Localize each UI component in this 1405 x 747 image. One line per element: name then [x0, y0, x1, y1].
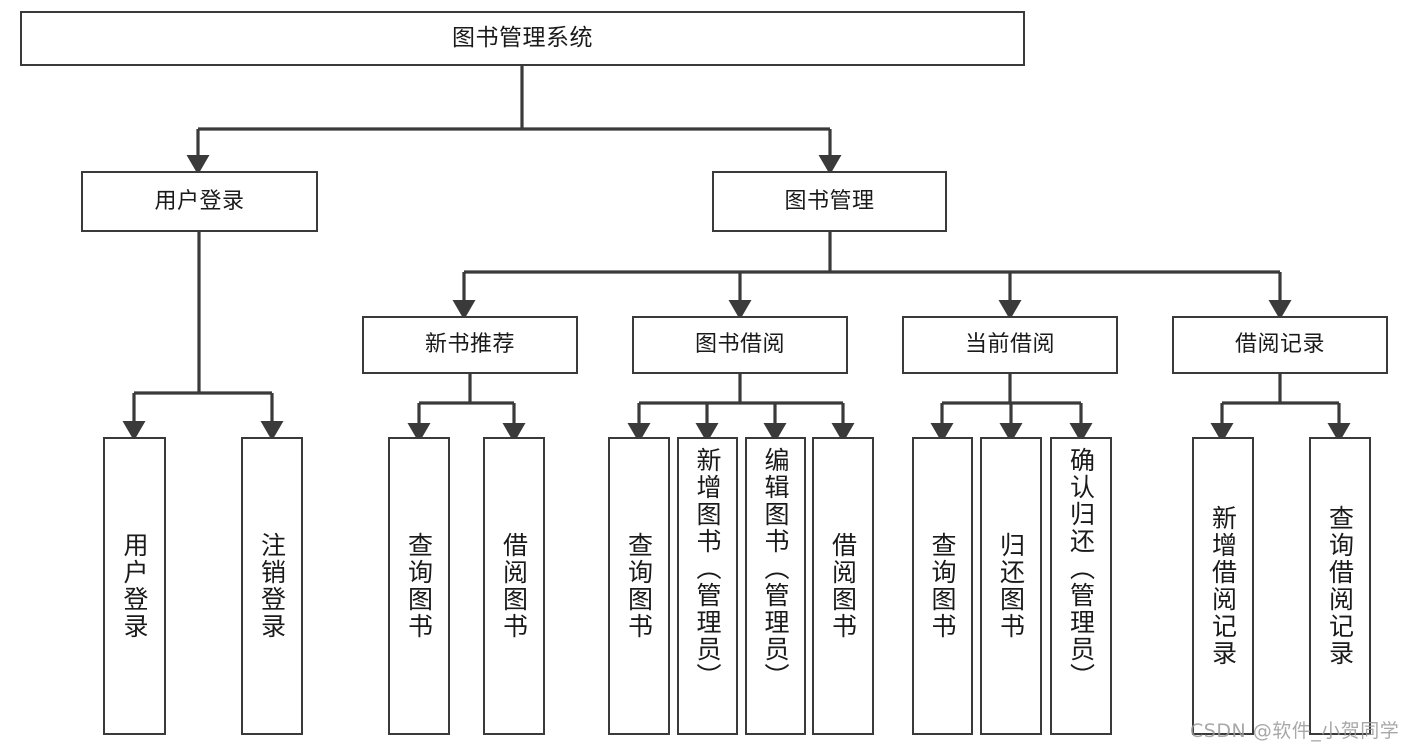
node-book-management[interactable]: 图书管理	[712, 171, 947, 232]
node-label: 查询图书	[404, 532, 434, 640]
node-leaf-edit-book[interactable]: 编辑图书（管理员）	[745, 437, 806, 735]
node-label: 归还图书	[996, 532, 1026, 640]
node-label: 查询借阅记录	[1325, 505, 1355, 667]
node-label: 新增借阅记录	[1208, 505, 1238, 667]
node-leaf-add-borrow-record[interactable]: 新增借阅记录	[1192, 437, 1254, 735]
node-label: 图书管理系统	[452, 24, 593, 51]
node-leaf-borrow-book-recommend[interactable]: 借阅图书	[483, 437, 545, 735]
node-label: 确认归还（管理员）	[1066, 447, 1096, 690]
node-label: 新书推荐	[424, 332, 515, 358]
csdn-watermark: CSDN @软件_小贺同学	[1190, 720, 1400, 742]
node-leaf-query-book-current[interactable]: 查询图书	[912, 437, 973, 735]
node-label: 借阅图书	[828, 532, 858, 640]
edge-currentborrow-to-leaves	[930, 374, 1093, 443]
node-borrow-record[interactable]: 借阅记录	[1172, 316, 1388, 374]
node-new-book-recommend[interactable]: 新书推荐	[362, 316, 578, 374]
node-leaf-borrow-book[interactable]: 借阅图书	[812, 437, 874, 735]
node-label: 借阅图书	[499, 532, 529, 640]
node-label: 编辑图书（管理员）	[761, 447, 790, 690]
node-leaf-query-borrow-record[interactable]: 查询借阅记录	[1309, 437, 1371, 735]
node-user-login[interactable]: 用户登录	[81, 171, 318, 232]
node-label: 用户登录	[120, 532, 149, 640]
edge-bookborrow-to-leaves	[627, 374, 855, 443]
node-leaf-add-book[interactable]: 新增图书（管理员）	[677, 437, 738, 735]
edge-root-to-level1	[186, 66, 842, 175]
node-label: 借阅记录	[1234, 332, 1325, 358]
node-leaf-user-login[interactable]: 用户登录	[103, 437, 166, 735]
node-current-borrow[interactable]: 当前借阅	[902, 316, 1118, 374]
node-leaf-return-book[interactable]: 归还图书	[980, 437, 1042, 735]
node-label: 用户登录	[154, 188, 245, 214]
edge-userlogin-to-leaves	[122, 232, 284, 441]
node-root-book-management-system[interactable]: 图书管理系统	[20, 11, 1025, 66]
node-label: 图书管理	[784, 188, 875, 214]
edge-newbook-to-leaves	[407, 374, 526, 443]
node-label: 注销登录	[257, 532, 287, 640]
node-label: 当前借阅	[964, 332, 1055, 358]
node-label: 图书借阅	[694, 332, 785, 358]
edge-borrowrecord-to-leaves	[1210, 374, 1351, 443]
edge-bookmanagement-to-level2	[452, 232, 1292, 320]
node-book-borrow[interactable]: 图书借阅	[632, 316, 848, 374]
node-leaf-confirm-return[interactable]: 确认归还（管理员）	[1050, 437, 1112, 735]
node-leaf-query-book-recommend[interactable]: 查询图书	[388, 437, 450, 735]
node-leaf-logout-login[interactable]: 注销登录	[241, 437, 303, 735]
node-label: 新增图书（管理员）	[693, 447, 722, 690]
node-label: 查询图书	[624, 532, 654, 640]
node-label: 查询图书	[928, 532, 957, 640]
node-leaf-query-book-borrow[interactable]: 查询图书	[608, 437, 670, 735]
